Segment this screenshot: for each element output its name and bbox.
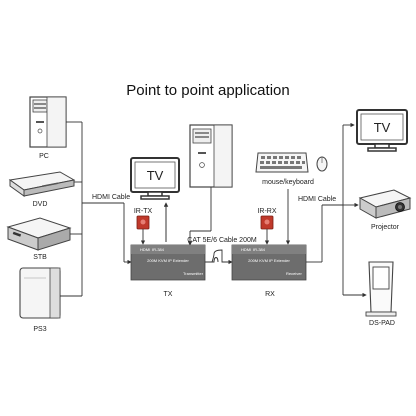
ps3-label: PS3 (33, 326, 46, 333)
tx-role: Transmitter (183, 271, 204, 276)
diagram-title: Point to point application (126, 82, 289, 99)
tv-monitor-tx-icon (130, 157, 180, 200)
tx-product-name: 200M KVM IP Extender (147, 258, 189, 263)
pc-label: PC (39, 153, 49, 160)
tx-model: IR-384 (152, 247, 165, 252)
projector-label: Projector (371, 224, 400, 231)
receiver-unit: HDMI IR-384 200M KVM IP Extender Receive… (231, 244, 307, 281)
keyboard-icon (255, 152, 309, 173)
mouse-keyboard-label: mouse/keyboard (262, 179, 314, 186)
source-hdmi-cable-label: HDMI Cable (92, 194, 130, 201)
tx-logo: HDMI (140, 247, 150, 252)
mouse-icon (316, 156, 328, 172)
dvd-label: DVD (33, 201, 48, 208)
projector-icon (358, 189, 412, 219)
tx-tv-label: TV (147, 168, 164, 183)
sink-bus-wires (306, 122, 367, 298)
ir-tx-sensor-icon (136, 215, 150, 230)
rx-model: IR-384 (253, 247, 266, 252)
source-bus-wires (60, 121, 132, 297)
ir-rx-label: IR-RX (257, 208, 276, 215)
rx-role: Receiver (286, 271, 302, 276)
ir-tx-label: IR-TX (134, 208, 153, 215)
ir-rx-sensor-icon (260, 215, 274, 230)
tx-unit-label: TX (164, 291, 173, 298)
dvd-player-icon (8, 171, 76, 197)
rx-unit-label: RX (265, 291, 275, 298)
rx-logo: HDMI (241, 247, 251, 252)
ds-pad-label: DS-PAD (369, 320, 395, 327)
set-top-box-icon (6, 217, 72, 251)
tx-pc-tower-icon (189, 124, 233, 188)
sink-tv-label: TV (374, 120, 391, 135)
rx-product-name: 200M KVM IP Extender (248, 258, 290, 263)
cat-cable-link (205, 249, 233, 265)
tv-monitor-sink-icon (356, 109, 408, 152)
ds-pad-kiosk-icon (365, 261, 397, 317)
transmitter-unit: HDMI IR-384 200M KVM IP Extender Transmi… (130, 244, 206, 281)
ps3-console-icon (19, 267, 61, 319)
stb-label: STB (33, 254, 47, 261)
pc-tower-icon (29, 96, 67, 148)
sink-hdmi-cable-label: HDMI Cable (298, 196, 336, 203)
cat-cable-label: CAT 5E/6 Cable 200M (187, 237, 257, 244)
